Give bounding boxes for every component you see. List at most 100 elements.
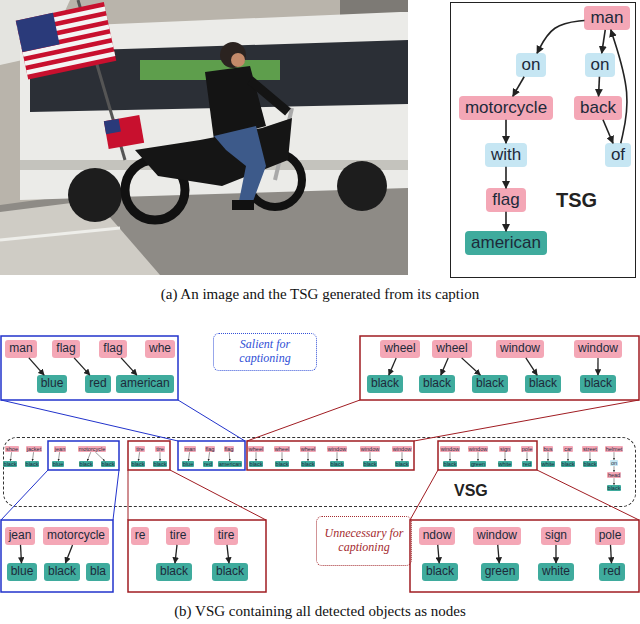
node-label: wheel: [275, 446, 289, 452]
relation-arrow: [610, 545, 611, 563]
node-label: re: [135, 529, 146, 543]
node-label: white: [499, 461, 512, 467]
zoom-panel: [1, 520, 113, 592]
attribute-node: black: [301, 461, 316, 467]
bus-wheel: [337, 161, 387, 211]
node-label: flag: [206, 446, 215, 452]
relation-arrow: [477, 452, 478, 461]
node-label: black: [476, 377, 504, 391]
object-node: whe: [145, 340, 175, 358]
attribute-node: red: [203, 461, 213, 467]
object-node: window: [360, 446, 380, 452]
attribute-node: american: [218, 461, 243, 467]
node-label: white: [542, 565, 570, 579]
attribute-node: black: [25, 461, 40, 467]
relation-arrow: [95, 452, 104, 461]
object-node: back: [574, 96, 622, 120]
relation-arrow: [526, 452, 527, 461]
relation-arrow: [441, 358, 448, 375]
relation-arrow: [548, 452, 549, 461]
object-node: flag: [205, 446, 216, 452]
attribute-node: green: [470, 461, 486, 467]
relation-arrow: [567, 452, 568, 461]
node-label: on: [522, 55, 541, 75]
relation-node: on: [610, 460, 618, 466]
node-label: red: [204, 461, 212, 467]
relation-arrow: [227, 545, 229, 563]
highlight-box: [48, 441, 119, 470]
object-node: wheel: [300, 446, 316, 452]
node-label: black: [154, 461, 167, 467]
object-node: flag: [99, 340, 126, 358]
attribute-node: white: [538, 563, 574, 581]
node-label: window: [393, 446, 411, 452]
node-label: black: [562, 461, 575, 467]
relation-arrow: [65, 545, 72, 563]
subfigure-caption: (a) An image and the TSG generated from …: [0, 286, 640, 303]
relation-arrow: [282, 452, 283, 461]
attribute-node: black: [79, 461, 94, 467]
object-node: pole: [521, 446, 533, 452]
node-label: with: [491, 145, 521, 165]
node-label: VSG: [454, 482, 488, 500]
man-jacket: [205, 66, 266, 140]
american-flag: [16, 2, 117, 79]
flag-field: [16, 2, 117, 79]
attribute-node: black: [422, 563, 458, 581]
object-node: man: [5, 340, 36, 358]
node-label: bus: [544, 446, 553, 452]
attribute-node: black: [44, 563, 80, 581]
node-label: tire: [218, 529, 235, 543]
node-label: american: [471, 233, 541, 253]
node-label: black: [132, 461, 145, 467]
attribute-node: black: [131, 461, 146, 467]
relation-arrow: [308, 452, 309, 461]
relation-arrow: [614, 478, 615, 485]
attribute-node: bla: [86, 563, 110, 581]
node-label: of: [611, 145, 625, 165]
node-label: red: [603, 565, 620, 579]
node-label: window: [500, 342, 540, 356]
node-label: man: [185, 446, 196, 452]
attribute-node: blue: [37, 375, 68, 393]
attribute-node: black: [443, 461, 458, 467]
node-label: sign: [545, 529, 567, 543]
node-label: back: [580, 98, 616, 118]
photo-background: [0, 0, 408, 275]
node-label: wheel: [249, 446, 263, 452]
flag-canton: [16, 13, 60, 52]
object-node: jean: [5, 527, 36, 545]
node-label: white: [542, 461, 555, 467]
node-label: pole: [599, 529, 622, 543]
node-label: black: [608, 485, 621, 491]
node-label: wheel: [301, 446, 315, 452]
relation-arrow: [597, 358, 598, 375]
node-label: motorcycle: [47, 529, 105, 543]
node-label: jacket: [27, 446, 41, 452]
node-label: man: [9, 342, 32, 356]
relation-arrow: [402, 452, 403, 461]
node-label: wheel: [436, 342, 467, 356]
relation-arrow: [513, 77, 524, 96]
object-node: window: [327, 446, 347, 452]
node-label: motorcycle: [465, 98, 547, 118]
relation-arrow: [526, 358, 537, 375]
attribute-node: black: [153, 461, 168, 467]
node-label: black: [276, 461, 289, 467]
node-label: black: [444, 461, 457, 467]
object-node: man: [584, 6, 629, 30]
node-label: flag: [225, 446, 234, 452]
node-label: black: [426, 565, 454, 579]
object-node: tire: [166, 527, 191, 545]
node-label: shoe: [6, 446, 18, 452]
attribute-node: black: [583, 461, 598, 467]
attribute-node: white: [541, 461, 556, 467]
object-node: street: [582, 446, 598, 452]
object-node: shoe: [5, 446, 19, 452]
node-label: blue: [41, 377, 64, 391]
node-label: on: [611, 460, 617, 466]
attribute-node: blue: [182, 461, 194, 467]
node-label: black: [302, 461, 315, 467]
flag-stripe: [26, 52, 115, 75]
attribute-node: black: [395, 461, 410, 467]
